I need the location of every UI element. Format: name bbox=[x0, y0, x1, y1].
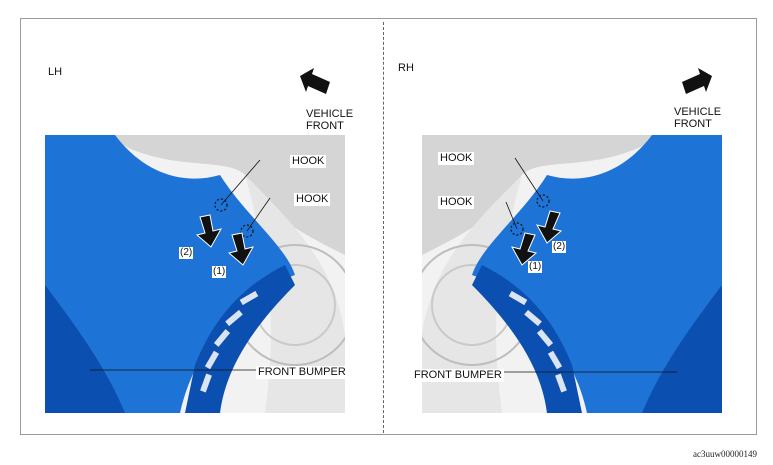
lh-vehicle-front-line2: FRONT bbox=[306, 120, 344, 132]
lh-step2-label: (2) bbox=[179, 247, 194, 259]
lh-side-label: LH bbox=[48, 66, 63, 78]
rh-step2-arrow-icon bbox=[536, 210, 563, 244]
rh-step1-label: (1) bbox=[528, 261, 543, 273]
figure-id: ac3uuw00000149 bbox=[693, 449, 757, 459]
lh-bumper-illustration bbox=[45, 135, 345, 413]
rh-step2-label: (2) bbox=[552, 241, 567, 253]
rh-step1-arrow-icon bbox=[511, 232, 538, 266]
lh-step2-arrow-icon bbox=[195, 214, 222, 248]
rh-vehicle-front-line2: FRONT bbox=[674, 118, 712, 130]
lh-vehicle-front-line1: VEHICLE bbox=[306, 108, 354, 120]
lh-step1-arrow-icon bbox=[227, 232, 254, 266]
rh-bumper-illustration bbox=[422, 135, 722, 413]
center-divider bbox=[383, 22, 384, 433]
lh-step1-label: (1) bbox=[212, 266, 227, 278]
rh-side-label: RH bbox=[398, 62, 414, 74]
lh-front-bumper-label: FRONT BUMPER bbox=[256, 366, 348, 379]
rh-vehicle-front-arrow-icon bbox=[682, 68, 712, 94]
rh-hook-upper-label: HOOK bbox=[438, 152, 475, 165]
lh-hook-lower-label: HOOK bbox=[294, 193, 331, 206]
lh-vehicle-front-arrow-icon bbox=[300, 68, 330, 94]
rh-front-bumper-label: FRONT BUMPER bbox=[412, 369, 504, 382]
lh-vehicle-front-label: VEHICLE FRONT bbox=[306, 108, 353, 132]
rh-vehicle-front-label: VEHICLE FRONT bbox=[674, 106, 721, 130]
rh-hook-lower-label: HOOK bbox=[438, 196, 475, 209]
rh-vehicle-front-line1: VEHICLE bbox=[674, 106, 722, 118]
lh-hook-upper-label: HOOK bbox=[290, 155, 327, 168]
